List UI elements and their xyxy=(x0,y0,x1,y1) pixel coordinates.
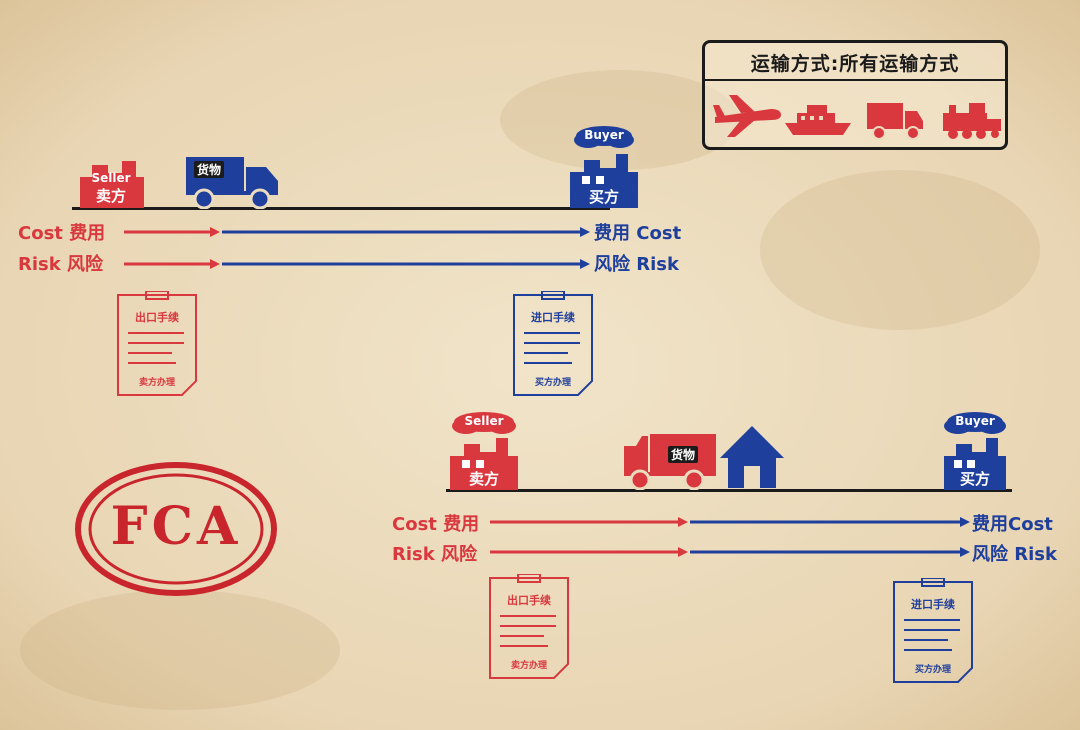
risk-cn: 风险 xyxy=(594,254,630,275)
cost-arrow-buyer xyxy=(690,517,970,527)
cost-arrow-seller xyxy=(124,227,220,237)
risk-en: Risk xyxy=(392,544,435,565)
cost-en: Cost xyxy=(18,223,63,244)
fca-stamp: FCA xyxy=(72,458,280,600)
cost-cn: 费用 xyxy=(443,514,480,535)
scenario2-export-document: 出口手续 卖方办理 xyxy=(488,573,570,680)
cost-arrow-seller xyxy=(490,517,688,527)
seller-factory-icon xyxy=(80,161,144,208)
scenario2-ground-line xyxy=(446,489,1012,492)
risk-en: Risk xyxy=(636,254,679,275)
buyer-label-cn: 买方 xyxy=(588,188,619,206)
buyer-label-en: Buyer xyxy=(955,414,995,428)
scenario2-buyer-factory: Buyer 买方 xyxy=(940,410,1010,490)
document-icon xyxy=(513,290,593,396)
transport-mode-legend: 运输方式:所有运输方式 xyxy=(702,40,1008,150)
house-icon xyxy=(720,426,784,488)
stamp-text: FCA xyxy=(110,496,242,557)
cost-cn: 费用 xyxy=(594,223,630,244)
scenario1-truck: 货物 xyxy=(186,155,280,210)
scenario2-import-document: 进口手续 买方办理 xyxy=(892,577,974,684)
cost-cn: 费用 xyxy=(972,514,1008,535)
scenario2-risk-label-left: Risk 风险 xyxy=(392,540,477,566)
doc-title: 出口手续 xyxy=(507,594,551,607)
document-icon xyxy=(893,577,973,683)
risk-arrow-buyer xyxy=(690,547,970,557)
scenario1-import-document: 进口手续 买方办理 xyxy=(512,290,594,397)
scenario2-truck: 货物 xyxy=(622,432,718,491)
scenario2-cost-label-left: Cost 费用 xyxy=(392,510,479,536)
risk-arrow-seller xyxy=(124,259,220,269)
scenario1-buyer-factory: Buyer 买方 xyxy=(566,124,642,208)
risk-cn: 风险 xyxy=(441,544,477,565)
scenario1-cost-label-right: 费用 Cost xyxy=(594,219,681,245)
train-icon xyxy=(943,103,1001,139)
seller-label-cn: 卖方 xyxy=(468,470,499,488)
ship-icon xyxy=(785,105,851,135)
scenario1-risk-label-left: Risk 风险 xyxy=(18,250,103,276)
risk-cn: 风险 xyxy=(972,544,1008,565)
risk-en: Risk xyxy=(1014,544,1057,565)
risk-arrow-seller xyxy=(490,547,688,557)
scenario2-risk-label-right: 风险 Risk xyxy=(972,540,1057,566)
scenario1-export-document: 出口手续 卖方办理 xyxy=(116,290,198,397)
airplane-icon xyxy=(713,95,781,137)
scenario2-seller-factory: Seller 卖方 xyxy=(446,410,522,490)
cargo-label: 货物 xyxy=(194,161,225,178)
risk-arrow-buyer xyxy=(222,259,590,269)
truck-icon xyxy=(867,103,923,140)
legend-divider xyxy=(705,79,1005,81)
buyer-factory-icon xyxy=(944,412,1006,490)
seller-label-en: Seller xyxy=(91,171,131,185)
seller-label-cn: 卖方 xyxy=(95,187,126,205)
risk-cn: 风险 xyxy=(67,254,103,275)
doc-footer: 卖方办理 xyxy=(138,378,175,388)
cost-cn: 费用 xyxy=(69,223,106,244)
buyer-label-cn: 买方 xyxy=(959,470,990,488)
document-icon xyxy=(117,290,197,396)
buyer-factory-icon xyxy=(570,126,638,208)
legend-title: 运输方式:所有运输方式 xyxy=(750,53,960,75)
buyer-label-en: Buyer xyxy=(584,128,624,142)
seller-factory-icon xyxy=(450,412,518,490)
scenario2-cost-label-right: 费用Cost xyxy=(972,510,1053,536)
risk-en: Risk xyxy=(18,254,61,275)
scenario1-cost-label-left: Cost 费用 xyxy=(18,219,105,245)
cargo-label: 货物 xyxy=(668,446,699,463)
cost-en: Cost xyxy=(1008,514,1053,535)
document-icon xyxy=(489,573,569,679)
stamp-icon xyxy=(75,462,277,596)
doc-title: 进口手续 xyxy=(531,311,575,324)
doc-footer: 买方办理 xyxy=(914,665,951,675)
doc-title: 进口手续 xyxy=(911,598,955,611)
seller-label-en: Seller xyxy=(464,414,504,428)
scenario1-ground-line xyxy=(72,207,610,210)
doc-title: 出口手续 xyxy=(135,311,179,324)
cost-en: Cost xyxy=(636,223,682,244)
doc-footer: 卖方办理 xyxy=(510,661,547,671)
scenario1-risk-label-right: 风险 Risk xyxy=(594,250,679,276)
cost-en: Cost xyxy=(392,514,437,535)
scenario1-seller-factory: Seller 卖方 xyxy=(74,155,148,208)
doc-footer: 买方办理 xyxy=(534,378,571,388)
cost-arrow-buyer xyxy=(222,227,590,237)
